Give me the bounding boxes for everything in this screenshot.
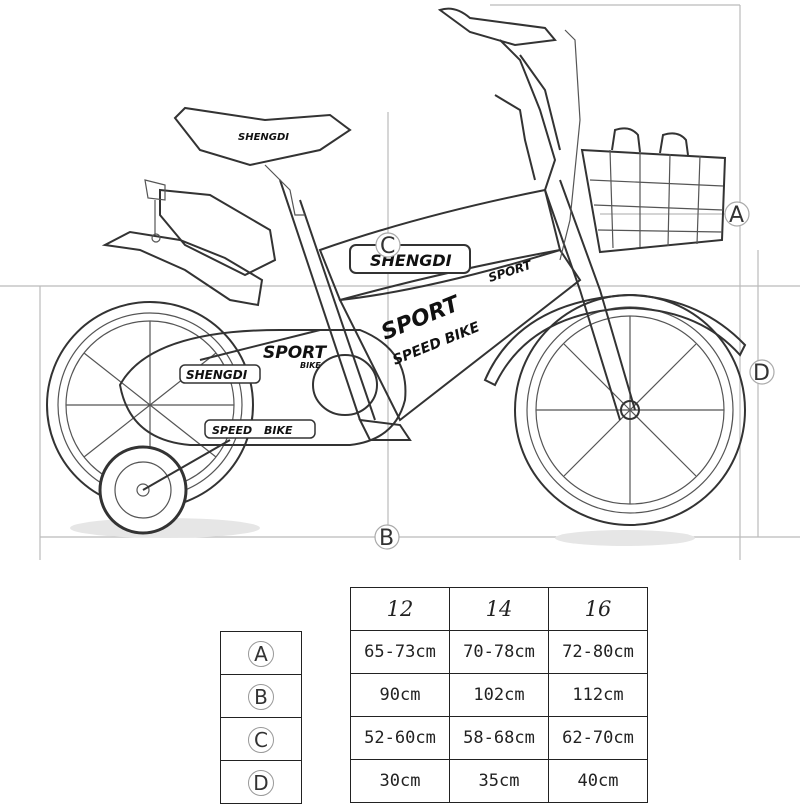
size-chart-table: 12 14 16 65-73cm 70-78cm 72-80cm 90cm 10…: [350, 587, 648, 803]
pedal: [358, 418, 412, 441]
dimension-label-b: B: [379, 526, 394, 551]
crank-hub: [312, 354, 378, 416]
rear-fender: [101, 230, 264, 307]
row-label-cell: C: [220, 717, 302, 761]
column-header: 14: [449, 587, 549, 631]
dimension-letters: A B C D: [374, 201, 775, 551]
chain-guard: [118, 329, 407, 446]
water-bottle: [144, 179, 277, 277]
decal-sport-chain: SPORT: [263, 343, 327, 363]
row-label: D: [248, 770, 274, 796]
table-cell: 58-68cm: [449, 716, 549, 760]
seat: SHENGDI: [173, 106, 352, 216]
table-cell: 62-70cm: [548, 716, 648, 760]
table-cell: 112cm: [548, 673, 648, 717]
row-label-cell: B: [220, 674, 302, 718]
table-cell: 35cm: [449, 759, 549, 803]
decal-sport-small: SPORT: [487, 258, 534, 285]
table-row: C: [220, 717, 302, 761]
table-cell: 30cm: [350, 759, 450, 803]
table-row: A: [220, 631, 302, 675]
table-row: 90cm 102cm 112cm: [350, 673, 648, 717]
table-row: B: [220, 674, 302, 718]
table-cell: 90cm: [350, 673, 450, 717]
decal-bike: BIKE: [264, 424, 293, 437]
table-cell: 72-80cm: [548, 630, 648, 674]
table-cell: 70-78cm: [449, 630, 549, 674]
dimension-label-c: C: [380, 234, 395, 259]
row-label: B: [248, 684, 274, 710]
column-header: 12: [350, 587, 450, 631]
table-row: D: [220, 760, 302, 804]
training-wheel: [98, 439, 231, 535]
row-label-cell: A: [220, 631, 302, 675]
row-label: A: [248, 641, 274, 667]
table-cell: 40cm: [548, 759, 648, 803]
handlebar: [437, 7, 581, 261]
column-header: 16: [548, 587, 648, 631]
dimension-labels-table: A B C D: [220, 631, 302, 804]
bike-frame: [199, 179, 636, 422]
decal-speed: SPEED: [212, 424, 252, 437]
table-cell: 102cm: [449, 673, 549, 717]
front-fender: [483, 293, 747, 387]
table-row: 30cm 35cm 40cm: [350, 759, 648, 803]
dimension-label-d: D: [753, 361, 770, 386]
row-label: C: [248, 727, 274, 753]
table-row: 65-73cm 70-78cm 72-80cm: [350, 630, 648, 674]
table-row: 52-60cm 58-68cm 62-70cm: [350, 716, 648, 760]
decal-bike-small: BIKE: [300, 361, 321, 370]
table-header-row: 12 14 16: [350, 587, 648, 631]
table-cell: 52-60cm: [350, 716, 450, 760]
row-label-cell: D: [220, 760, 302, 804]
dimension-label-a: A: [729, 203, 744, 228]
front-basket: [580, 127, 727, 254]
seat-brand-text: SHENGDI: [238, 132, 289, 143]
bicycle-diagram: SHENGDI SHENGDI SPORT SP: [0, 4, 800, 560]
table-cell: 65-73cm: [350, 630, 450, 674]
ground-shadow-front: [555, 530, 695, 546]
decal-shengdi-chain: SHENGDI: [186, 368, 248, 382]
